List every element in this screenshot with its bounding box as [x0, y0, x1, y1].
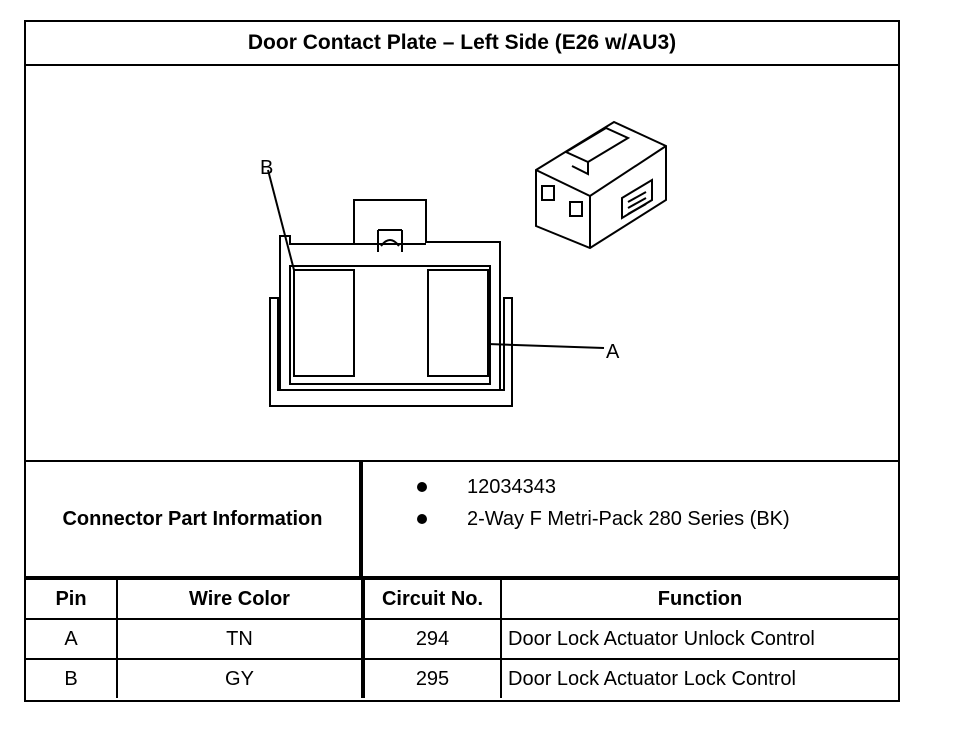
connector-latch-arc: [380, 239, 400, 247]
pin-cell: A: [26, 618, 118, 660]
terminal-cavity-b: [293, 269, 355, 377]
connector-drawing: B A: [260, 120, 667, 407]
connector-info-item: 2-Way F Metri-Pack 280 Series (BK): [417, 506, 790, 532]
header-circuit: Circuit No.: [362, 576, 502, 620]
connector-iso-view: [535, 120, 667, 250]
callout-b-label: B: [260, 157, 273, 179]
connector-description: 2-Way F Metri-Pack 280 Series (BK): [467, 507, 790, 530]
page-title: Door Contact Plate – Left Side (E26 w/AU…: [26, 22, 898, 66]
function-cell: Door Lock Actuator Unlock Control: [500, 618, 898, 660]
connector-latch: [354, 229, 426, 252]
connector-inner-wall: [289, 265, 491, 385]
terminal-cavity-a: [427, 269, 489, 377]
table-row: B GY 295 Door Lock Actuator Lock Control: [26, 658, 898, 698]
connector-info-list: 12034343 2-Way F Metri-Pack 280 Series (…: [363, 462, 898, 576]
circuit-cell: 295: [362, 658, 502, 698]
bullet-icon: [417, 482, 427, 492]
circuit-cell: 294: [362, 618, 502, 660]
pin-table-header: Pin Wire Color Circuit No. Function: [26, 576, 898, 620]
function-cell: Door Lock Actuator Lock Control: [500, 658, 898, 698]
leader-line-b: [267, 169, 295, 271]
header-wire-color: Wire Color: [116, 576, 365, 620]
callout-a-label: A: [606, 341, 620, 363]
bullet-icon: [417, 514, 427, 524]
connector-housing-base: [269, 297, 513, 407]
header-pin: Pin: [26, 576, 118, 620]
header-function: Function: [500, 576, 898, 620]
pin-table: Pin Wire Color Circuit No. Function A TN…: [26, 576, 898, 698]
connector-info-item: 12034343: [417, 474, 556, 500]
leader-line-a: [487, 343, 605, 349]
connector-diagram: B A: [26, 66, 898, 460]
connector-sheet: Door Contact Plate – Left Side (E26 w/AU…: [24, 20, 900, 702]
connector-info-label: Connector Part Information: [26, 462, 363, 576]
connector-housing-body: [279, 199, 501, 391]
connector-info-row: Connector Part Information 12034343 2-Wa…: [26, 460, 898, 576]
pin-cell: B: [26, 658, 118, 698]
wire-color-cell: TN: [116, 618, 365, 660]
wire-color-cell: GY: [116, 658, 365, 698]
table-row: A TN 294 Door Lock Actuator Unlock Contr…: [26, 618, 898, 660]
connector-part-number: 12034343: [467, 475, 556, 498]
